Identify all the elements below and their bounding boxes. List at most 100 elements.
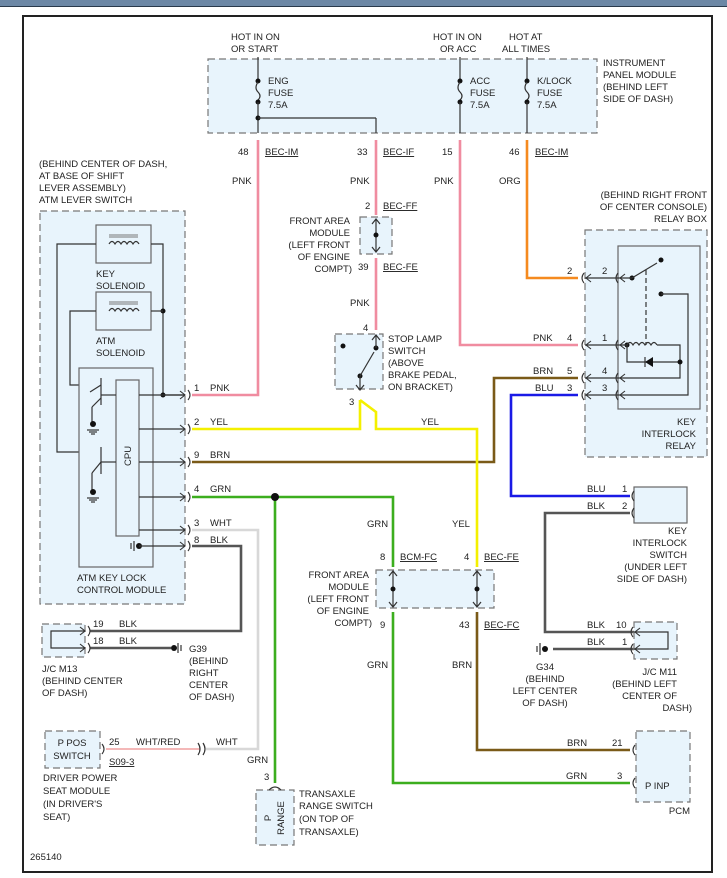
ppos-pin-25: 25 bbox=[109, 737, 120, 748]
key-interlock-relay bbox=[617, 245, 701, 410]
atm-wire-9: BRN bbox=[210, 450, 230, 461]
jcm11-label-3: CENTER OF bbox=[622, 691, 677, 702]
jcm11-label-2: (BEHIND LEFT bbox=[612, 679, 677, 690]
g39-label-2: (BEHIND bbox=[189, 656, 228, 667]
inline-connector bbox=[197, 742, 206, 756]
fam-bot-conn-bec-fc: BEC-FC bbox=[484, 620, 520, 631]
fam-bot-label-1: FRONT AREA bbox=[308, 570, 369, 581]
jcm11-pin-10: 10 bbox=[616, 620, 627, 631]
atm-lever-switch: (BEHIND CENTER OF DASH, AT BASE OF SHIFT… bbox=[39, 159, 232, 605]
wire-brn-atm9-relay5 bbox=[192, 376, 578, 464]
wire-label-pnk-15: PNK bbox=[434, 176, 454, 187]
eng-fuse: ENG FUSE 7.5A bbox=[255, 57, 377, 133]
transaxle-label-2: RANGE SWITCH bbox=[299, 801, 373, 812]
dpsm-label-4: SEAT) bbox=[43, 812, 70, 823]
relay-box: (BEHIND RIGHT FRONT OF CENTER CONSOLE) R… bbox=[567, 190, 708, 458]
klock-fuse-type: FUSE bbox=[537, 88, 562, 99]
jcm13-pin-18: 18 bbox=[93, 636, 104, 647]
fam-bot-label-2: MODULE bbox=[328, 582, 369, 593]
jcm13-wire-19: BLK bbox=[119, 619, 138, 630]
relay-connector-marks bbox=[581, 272, 626, 401]
transaxle-inner-2: RANGE bbox=[276, 801, 287, 835]
transaxle-label-3: (ON TOP OF bbox=[299, 814, 354, 825]
transistor-1-icon bbox=[87, 378, 102, 435]
fam-top-label-1: FRONT AREA bbox=[289, 216, 350, 227]
pcm: 21 3 P INP PCM bbox=[612, 730, 691, 817]
wire-blk-kis2-jcm11-10 bbox=[543, 511, 634, 634]
diode-icon bbox=[645, 357, 653, 367]
acc-fuse: ACC FUSE 7.5A bbox=[457, 57, 495, 133]
g39-ground: G39 (BEHIND RIGHT CENTER OF DASH) bbox=[171, 643, 234, 703]
fam-top-pin-out: 39 bbox=[358, 262, 369, 273]
wire-label-org-46: ORG bbox=[499, 176, 521, 187]
fam-bot-pin-4: 4 bbox=[464, 552, 469, 563]
wire-grn-fam9-pcm3 bbox=[391, 612, 630, 785]
window-title-bar bbox=[0, 0, 727, 7]
ipm-pin-15: 15 bbox=[442, 147, 453, 158]
atm-pin-8: 8 bbox=[194, 535, 199, 546]
ipm-pin-48: 48 bbox=[238, 147, 249, 158]
kis-wire-label-blk: BLK bbox=[587, 501, 606, 512]
pcm-wire-label-grn: GRN bbox=[566, 771, 587, 782]
dpsm-label-3: (IN DRIVER'S bbox=[43, 799, 102, 810]
wire-pnk-ipm15-relay4 bbox=[458, 140, 578, 347]
figure-id: 265140 bbox=[30, 852, 62, 863]
transaxle-inner-1: P bbox=[263, 815, 274, 821]
pcm-label: PCM bbox=[669, 806, 690, 817]
key-solenoid-label-1: KEY bbox=[96, 269, 116, 280]
relay-outer-pin-2: 2 bbox=[567, 266, 572, 277]
eng-source-label-2: OR START bbox=[231, 44, 278, 55]
g34-label-2: (BEHIND bbox=[525, 674, 564, 685]
transistor-2-icon bbox=[87, 447, 102, 503]
fam-top-label-3: (LEFT FRONT bbox=[288, 240, 350, 251]
transaxle-wire-label-grn: GRN bbox=[247, 755, 268, 766]
jcm13-label-1: J/C M13 bbox=[42, 664, 77, 675]
jcm13-pin-19: 19 bbox=[93, 619, 104, 630]
instrument-panel-module: HOT IN ON OR START HOT IN ON OR ACC HOT … bbox=[207, 32, 676, 158]
front-area-module-top: 2 BEC-FF 39 BEC-FE FRONT AREA MODULE (LE… bbox=[288, 201, 417, 275]
atm-wire-3: WHT bbox=[210, 518, 232, 529]
stop-lamp-pin-out: 3 bbox=[349, 397, 354, 408]
acc-fuse-name: ACC bbox=[470, 76, 490, 87]
fam-bot-label-3: (LEFT FRONT bbox=[307, 594, 369, 605]
wire-brn-fam43-pcm21 bbox=[475, 612, 630, 752]
ipm-label-2: PANEL MODULE bbox=[603, 70, 676, 81]
jcm11-wire-1: BLK bbox=[587, 637, 606, 648]
g34-label-4: OF DASH) bbox=[522, 698, 567, 709]
atm-solenoid-coil-icon bbox=[108, 307, 140, 313]
atm-pin-2: 2 bbox=[194, 417, 199, 428]
atm-lever-label-2: AT BASE OF SHIFT bbox=[39, 171, 124, 182]
atm-pin-3: 3 bbox=[194, 518, 199, 529]
relay-inner-pin-4: 4 bbox=[602, 366, 607, 377]
dpsm-label-1: DRIVER POWER bbox=[43, 773, 118, 784]
g39-label-5: OF DASH) bbox=[189, 692, 234, 703]
relay-outer-pin-3: 3 bbox=[567, 383, 572, 394]
ipm-label-4: SIDE OF DASH) bbox=[603, 94, 673, 105]
g39-ground-icon bbox=[171, 645, 177, 651]
wire-label-pnk-48: PNK bbox=[232, 176, 252, 187]
fam-top-pin-in: 2 bbox=[365, 201, 370, 212]
atm-wire-4: GRN bbox=[210, 484, 231, 495]
atm-solenoid-label-1: ATM bbox=[96, 336, 115, 347]
kis-label-3: SWITCH bbox=[650, 550, 688, 561]
ppos-connector: S09-3 bbox=[109, 757, 134, 768]
ipm-label-3: (BEHIND LEFT bbox=[603, 82, 668, 93]
ipm-pin-46: 46 bbox=[509, 147, 520, 158]
wire-yel-stoplamp3-fam4 bbox=[359, 398, 479, 567]
atm-pin-4: 4 bbox=[194, 484, 199, 495]
g34-ground: G34 (BEHIND LEFT CENTER OF DASH) bbox=[513, 643, 578, 709]
pcm-wire-label-brn: BRN bbox=[567, 738, 587, 749]
relay-box-label-3: RELAY BOX bbox=[654, 214, 708, 225]
fam-bot-label-5: COMPT) bbox=[335, 618, 372, 629]
relay-box-label-2: OF CENTER CONSOLE) bbox=[600, 202, 707, 213]
jcm13-label-3: OF DASH) bbox=[42, 688, 87, 699]
atm-lever-label-3: LEVER ASSEMBLY) bbox=[39, 183, 126, 194]
driver-power-seat-module: P POS SWITCH 25 WHT/RED S09-3 DRIVER POW… bbox=[43, 730, 180, 823]
jcm11-wire-10: BLK bbox=[587, 620, 606, 631]
kis-label-5: SIDE OF DASH) bbox=[617, 574, 687, 585]
relay-outer-pin-4: 4 bbox=[567, 333, 572, 344]
jcm13-label-2: (BEHIND CENTER bbox=[42, 676, 123, 687]
atm-wire-8: BLK bbox=[210, 535, 229, 546]
ipm-conn-bec-im-1: BEC-IM bbox=[265, 147, 298, 158]
